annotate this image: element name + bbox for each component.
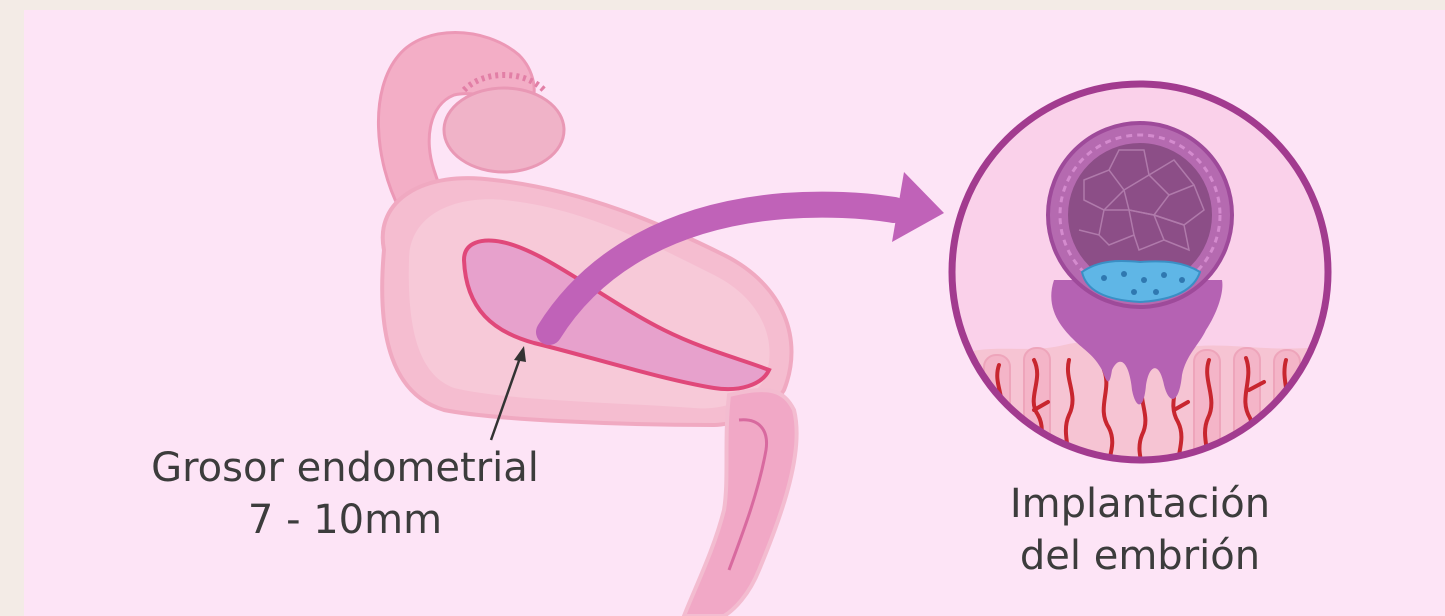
uterus xyxy=(382,178,796,616)
thickness-label: Grosor endometrial 7 - 10mm xyxy=(130,442,560,546)
thickness-label-line1: Grosor endometrial xyxy=(130,442,560,494)
implantation-inset xyxy=(944,84,1334,485)
implantation-label-line2: del embrión xyxy=(974,530,1306,582)
thickness-label-line2: 7 - 10mm xyxy=(130,494,560,546)
implantation-label: Implantación del embrión xyxy=(974,478,1306,582)
implantation-label-line1: Implantación xyxy=(974,478,1306,530)
diagram-canvas: Grosor endometrial 7 - 10mm Implantación… xyxy=(24,10,1445,616)
